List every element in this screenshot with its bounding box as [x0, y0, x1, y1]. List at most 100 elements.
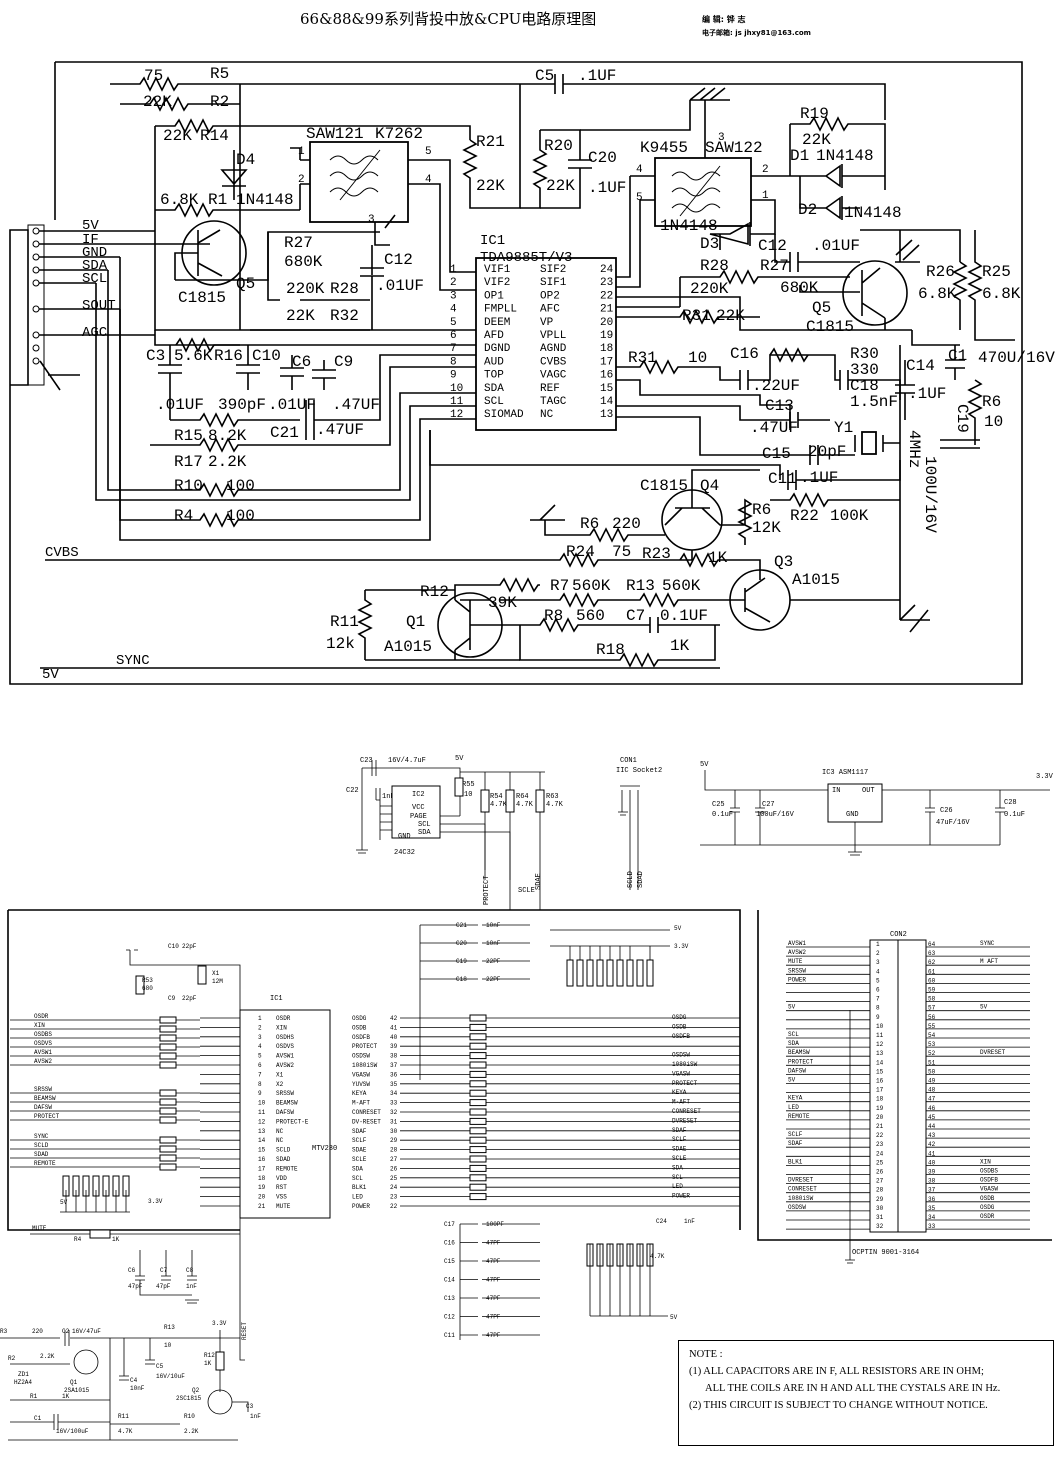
c20-label: C20	[588, 149, 617, 167]
con2-net-40: XIN	[980, 1158, 991, 1165]
saw121-pin4: 4	[425, 174, 432, 186]
con2-net-1: AVSW1	[788, 940, 806, 947]
ic1-pin-15: 15	[600, 383, 613, 395]
cpu-pin-name-1: OSDR	[276, 1015, 291, 1022]
ic1-pin-13: 13	[600, 409, 613, 421]
con2-pin-9: 9	[876, 1014, 880, 1021]
conn-label-if: IF	[82, 232, 99, 248]
reset-c1: C1	[34, 1415, 42, 1422]
r13-label: R13	[626, 577, 655, 595]
con2-pin-43: 43	[928, 1132, 936, 1139]
cpu-pin-27: 27	[390, 1156, 398, 1163]
cpu-right-resistor-9	[469, 1099, 487, 1107]
cpu-pull-resistor-3	[596, 959, 604, 987]
cpu-pin-name-16: SDAD	[276, 1156, 291, 1163]
con2-pin-41: 41	[928, 1150, 936, 1157]
cpu-right-net-16: SDA	[672, 1164, 683, 1171]
cpu-pin-name-30: SDAF	[352, 1128, 367, 1135]
cpu-right-net-4: OSDSW	[672, 1052, 690, 1059]
eeprom-net-scle: SCLE	[518, 887, 535, 895]
eeprom-5v: 5V	[455, 755, 464, 763]
con2-pin-54: 54	[928, 1032, 936, 1039]
saw121-label: SAW121	[306, 125, 364, 143]
con1-scld: SCLD	[627, 871, 635, 888]
con2-pin-37: 37	[928, 1187, 936, 1194]
reset-c4-value: 10nF	[130, 1385, 145, 1392]
cpu-right-net-9: M-AFT	[672, 1099, 690, 1106]
y1-label: Y1	[834, 419, 853, 437]
cpu-pin-name-15: SCLD	[276, 1147, 291, 1154]
con2-pin-23: 23	[876, 1141, 884, 1148]
r23-label: R23	[642, 545, 671, 563]
saw122-label: SAW122	[705, 139, 763, 157]
cpu-pin-name-2: XIN	[276, 1024, 287, 1031]
reg-c25-value: 0.1uF	[712, 811, 733, 819]
con2-net-8: 5V	[788, 1004, 796, 1011]
eeprom-section: C23 16V/4.7uF 5V C22 1nF IC2 VCC PAGE SC…	[346, 755, 662, 910]
cpu-left-net-1: XIN	[34, 1022, 45, 1029]
saw121-pin2: 2	[298, 174, 305, 186]
cpu-right-resistor-4	[469, 1052, 487, 1060]
r31-value: 22K	[716, 307, 745, 325]
con2-pin-34: 34	[928, 1214, 936, 1221]
reset-r12: R12	[204, 1352, 215, 1359]
con2-net-11: SCL	[788, 1031, 799, 1038]
con2-net-36: OSDB	[980, 1195, 995, 1202]
c13-value: .47UF	[750, 419, 798, 437]
eeprom-pin-gnd: GND	[398, 833, 411, 841]
cpu-pin-30: 30	[390, 1128, 398, 1135]
cpu-c8-value: 1nF	[186, 1283, 197, 1290]
cpu-left-resistor-0	[159, 1016, 177, 1024]
eeprom-pin-sda: SDA	[418, 829, 431, 837]
cpu-right-resistor-8	[469, 1089, 487, 1097]
r18-value: 1K	[670, 637, 690, 655]
con2-net-37: VGASW	[980, 1186, 998, 1193]
con2-net-39: OSDBS	[980, 1168, 998, 1175]
cpu-right-net-11: DVRESET	[672, 1117, 698, 1124]
con2-pin-39: 39	[928, 1169, 936, 1176]
cpu-pin-name-27: SCLE	[352, 1156, 367, 1163]
cpu-pin-19: 19	[258, 1184, 266, 1191]
r6-value: 10	[984, 413, 1003, 431]
cpu-right-net-0: OSDG	[672, 1014, 687, 1021]
cpu-3v3-b: 3.3V	[674, 943, 689, 950]
r28-value: 220K	[286, 280, 325, 298]
con2-pin-21: 21	[876, 1123, 884, 1130]
cpu-right-resistor-12	[469, 1127, 487, 1135]
con2-pin-5: 5	[876, 977, 880, 984]
con2-net-5: POWER	[788, 976, 806, 983]
ic1-pin-14: 14	[600, 396, 614, 408]
cpu-pin-name-41: OSDB	[352, 1024, 367, 1031]
con2-pin-1: 1	[876, 941, 880, 948]
ic1-pin-name-5: DEEM	[484, 317, 510, 329]
c1-value: 470U/16V	[978, 349, 1055, 367]
cpu-r53: R53	[142, 977, 153, 984]
r15-label: R15	[174, 427, 203, 445]
cpu-pin-name-10: BEAMSW	[276, 1100, 298, 1107]
con2-pin-62: 62	[928, 959, 936, 966]
q3-type: A1015	[792, 571, 840, 589]
con2-net-4: SRSSW	[788, 967, 806, 974]
con2-pin-22: 22	[876, 1132, 884, 1139]
r25-value: 6.8K	[982, 285, 1021, 303]
eeprom-r63-value: 4.7K	[546, 801, 564, 809]
cpu-cap-3: C18	[456, 976, 467, 983]
con2-pin-36: 36	[928, 1196, 936, 1203]
con2-net-64: SYNC	[980, 940, 995, 947]
reset-c1-value: 16V/100uF	[56, 1428, 89, 1435]
reset-r12-value: 1K	[204, 1360, 212, 1367]
con2-pin-11: 11	[876, 1032, 884, 1039]
r17-value: 2.2K	[208, 453, 247, 471]
con2-pin-31: 31	[876, 1214, 884, 1221]
con2-pin-13: 13	[876, 1050, 884, 1057]
cpu-pull-resistor-4	[606, 959, 614, 987]
con2-pin-27: 27	[876, 1178, 884, 1185]
y1-value: 4MHz	[905, 430, 923, 468]
c7-label: C7	[626, 607, 645, 625]
ic1-pin-name-15: REF	[540, 383, 560, 395]
cpu-pin-34: 34	[390, 1090, 398, 1097]
cpu-left-net-13: REMOTE	[34, 1160, 56, 1167]
cpu-left-resistor-13	[159, 1163, 177, 1171]
con2-net-57: 5V	[980, 1004, 988, 1011]
eeprom-c23: C23	[360, 757, 373, 765]
